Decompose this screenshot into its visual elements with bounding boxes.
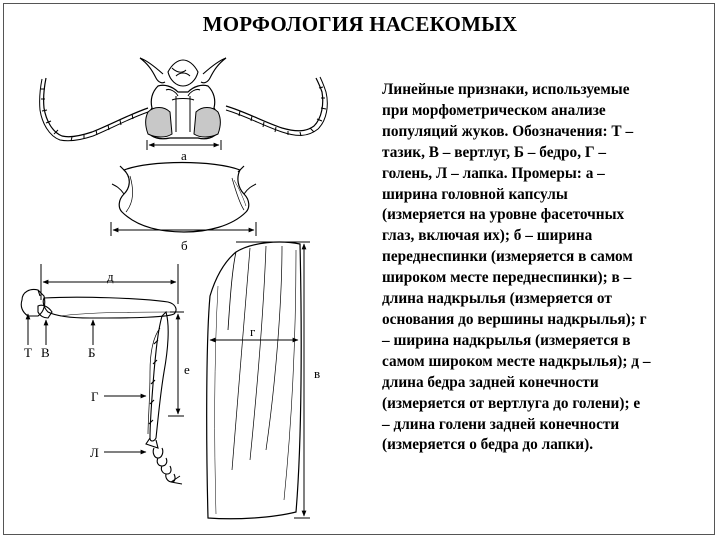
coxa [20, 288, 46, 317]
beetle-head-drawing [39, 57, 328, 142]
measure-b: б [110, 222, 257, 253]
caption-line: длина надкрылья (измеряется от [382, 290, 612, 308]
caption-line: длина бедра задней конечности [382, 373, 599, 391]
leg-pointers [25, 313, 96, 345]
label-L: Л [90, 445, 99, 460]
tarsus [145, 437, 183, 485]
femur [42, 296, 177, 319]
left-antenna [39, 77, 149, 142]
clypeus [167, 59, 199, 87]
caption-line: тазик, В – вертлуг, Б – бедро, Г – [382, 143, 607, 161]
label-e: е [184, 362, 190, 377]
measure-v: в [236, 241, 320, 519]
caption-line: основания до вершины надкрылья); г [382, 310, 647, 328]
caption-line: переднеспинки (измеряется в самом [382, 248, 633, 266]
right-mandible [200, 57, 227, 84]
measure-g: г [209, 324, 299, 343]
hind-leg-drawing [20, 288, 183, 485]
caption-line: глаз, включая их); б – ширина [382, 227, 593, 245]
caption-line: при морфометрическом анализе [382, 101, 606, 119]
label-G: Г [91, 389, 99, 404]
left-compound-eye [145, 107, 173, 138]
trochanter [37, 304, 53, 319]
figure-caption: Линейные признаки, используемые при морфо… [382, 80, 704, 456]
elytron-drawing [206, 241, 302, 520]
right-compound-eye [193, 107, 221, 138]
pronotum-drawing [111, 161, 257, 233]
right-antenna-segments [238, 86, 327, 137]
left-antenna-segments [41, 88, 134, 142]
caption-line: популяций жуков. Обозначения: Т – [382, 122, 634, 140]
measure-d: д [40, 264, 179, 304]
caption-line: (измеряется от вертлуга до голени); е [382, 394, 641, 412]
label-v: в [314, 366, 320, 381]
label-b: б [181, 238, 188, 253]
caption-line: голень, Л – лапка. Промеры: а – [382, 164, 605, 182]
caption-line: самом широком месте надкрылья); д – [382, 352, 651, 370]
label-a: а [181, 148, 187, 163]
measure-e: е [168, 311, 190, 417]
label-V: В [41, 345, 50, 360]
right-antenna [225, 76, 328, 137]
label-g: г [250, 324, 255, 339]
caption-line: (измеряется о бедра до лапки). [382, 436, 594, 454]
figure-frame [3, 3, 715, 535]
left-mandible [139, 57, 166, 84]
caption-line: ширина головной капсулы [382, 185, 568, 203]
caption-line: широком месте переднеспинки); в – [382, 269, 632, 287]
caption-line: – длина голени задней конечности [382, 415, 620, 433]
caption-line: Линейные признаки, используемые [382, 81, 630, 98]
pointer-G: Г [91, 389, 147, 404]
caption-line: (измеряется на уровне фасеточных [382, 206, 625, 224]
pointer-L: Л [90, 445, 147, 460]
label-T: Т [24, 345, 32, 360]
tibia [149, 310, 169, 442]
label-d: д [107, 269, 114, 284]
page-title: МОРФОЛОГИЯ НАСЕКОМЫХ [202, 12, 518, 36]
caption-line: – ширина надкрылья (измеряется в [382, 331, 631, 349]
label-B: Б [88, 345, 95, 360]
measure-a: а [146, 140, 222, 163]
